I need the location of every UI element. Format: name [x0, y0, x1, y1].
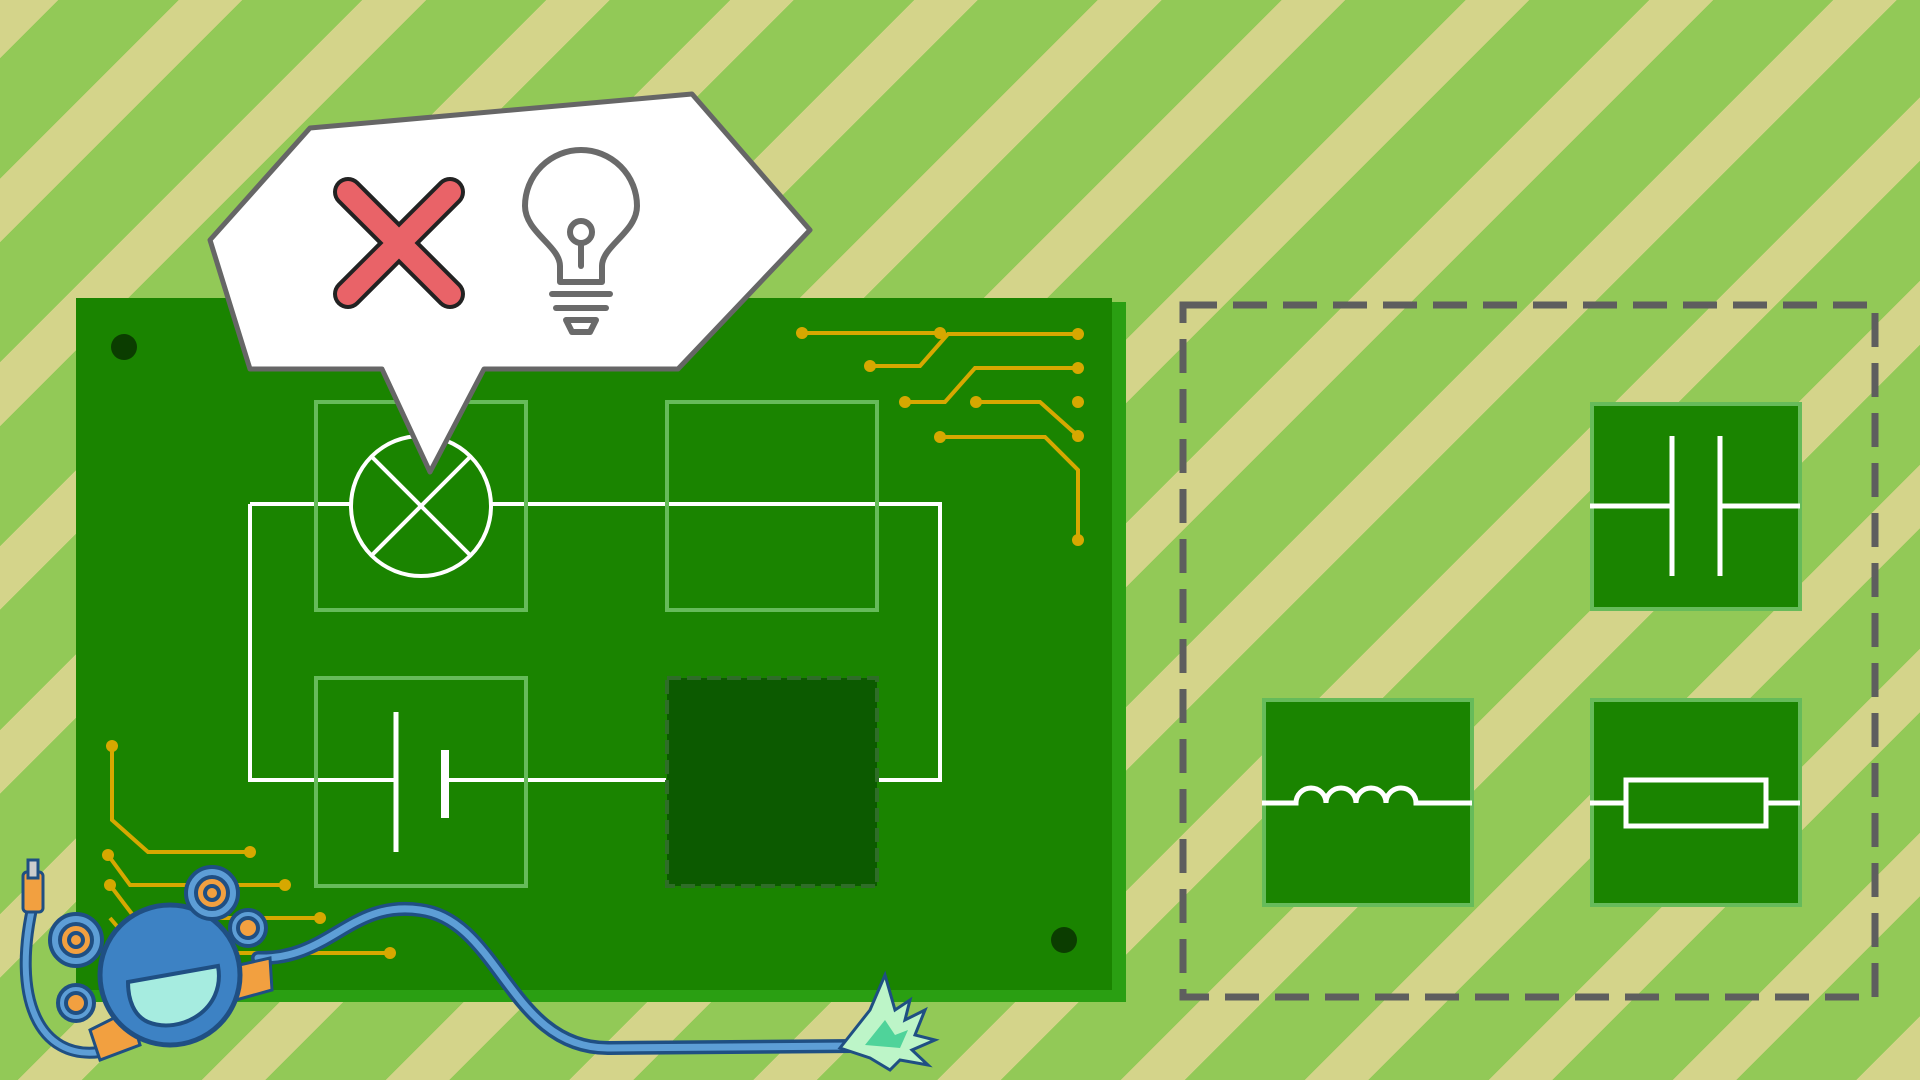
slot-battery[interactable] [314, 676, 528, 888]
robot-character [19, 858, 940, 1072]
component-capacitor[interactable] [1590, 402, 1802, 611]
hint-bubble [207, 91, 813, 475]
robot-face [125, 963, 221, 1028]
board-traces-top [802, 331, 1080, 540]
lightbulb-icon[interactable] [522, 147, 640, 335]
circuit-board [76, 298, 1126, 1002]
robot-eye-bulbs [48, 865, 268, 1023]
inductor-icon [1262, 785, 1472, 806]
board-screw-hole [1051, 927, 1077, 953]
trace-pads-top [796, 327, 1084, 546]
slot-top-right[interactable] [665, 400, 879, 612]
resistor-icon [1590, 777, 1800, 829]
component-inductor[interactable] [1262, 698, 1474, 907]
component-resistor[interactable] [1590, 698, 1802, 907]
board-screw-hole [111, 334, 137, 360]
circuit-wires [248, 502, 942, 782]
slot-target[interactable] [665, 676, 879, 888]
capacitor-icon [1590, 436, 1800, 576]
trace-pads-bottom [102, 740, 396, 959]
battery-symbol-icon [393, 712, 449, 852]
component-tray [1179, 301, 1879, 1001]
spark-icon [837, 970, 940, 1072]
x-icon[interactable] [333, 177, 465, 309]
